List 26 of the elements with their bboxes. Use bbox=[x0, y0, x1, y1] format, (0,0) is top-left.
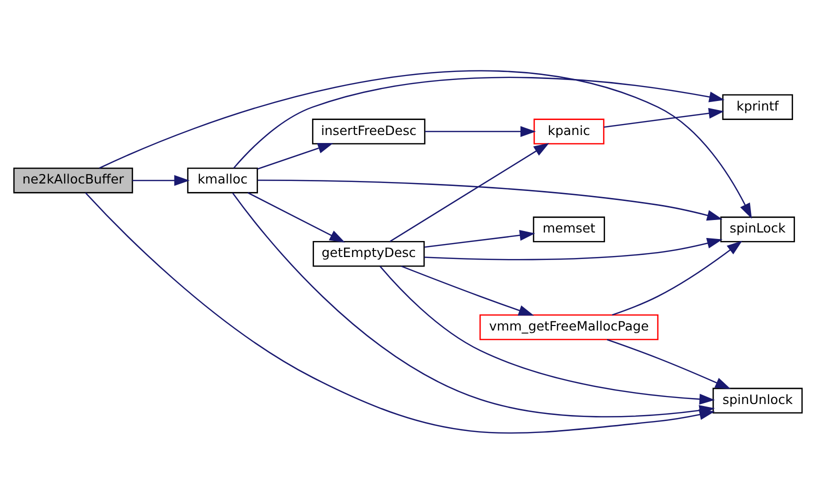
arrow bbox=[604, 107, 724, 128]
arrow bbox=[248, 192, 346, 242]
node-box: spinUnlock bbox=[712, 387, 803, 414]
arrow bbox=[232, 192, 715, 417]
arrow bbox=[425, 126, 536, 136]
arrow bbox=[424, 229, 536, 248]
node-box: kmalloc bbox=[187, 167, 258, 193]
arrow bbox=[99, 70, 752, 218]
arrow bbox=[233, 76, 725, 168]
arrow bbox=[612, 240, 742, 316]
node-box: ne2kAllocBuffer bbox=[13, 167, 134, 193]
arrow bbox=[258, 179, 723, 220]
node-box: insertFreeDesc bbox=[312, 118, 426, 144]
arrow bbox=[606, 338, 731, 389]
arrow bbox=[380, 265, 715, 404]
arrow bbox=[401, 265, 534, 316]
arrow bbox=[390, 142, 550, 242]
arrow bbox=[257, 142, 334, 170]
node-box: kpanic bbox=[534, 118, 604, 144]
node-box: kprintf bbox=[722, 94, 794, 120]
node-box: memset bbox=[532, 216, 606, 242]
node-box: getEmptyDesc bbox=[312, 240, 425, 266]
node-box: spinLock bbox=[720, 216, 795, 242]
arrow bbox=[424, 237, 723, 260]
node-box: vmm_getFreeMallocPage bbox=[479, 314, 658, 340]
arrow bbox=[132, 174, 190, 186]
